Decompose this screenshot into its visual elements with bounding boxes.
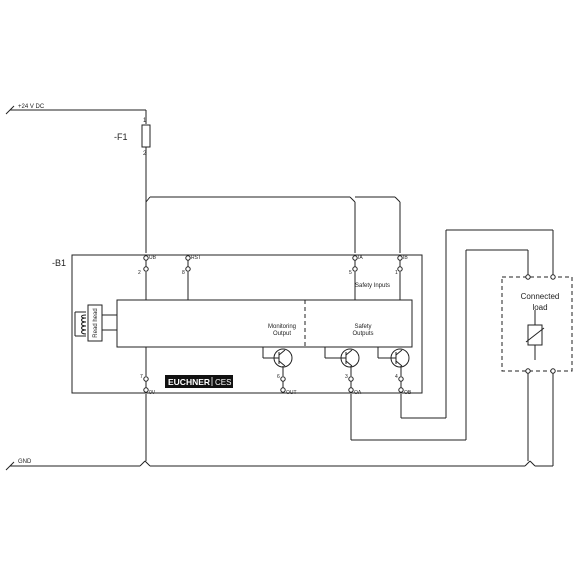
transistor-out-icon — [273, 348, 293, 368]
fuse-pin-bottom: 2 — [143, 151, 147, 157]
read-head-label: Read head — [93, 308, 99, 337]
terminal-name-oa: OA — [354, 390, 362, 396]
terminal-pin-ia: 5 — [349, 270, 352, 276]
euchner-logo — [165, 375, 233, 388]
terminal-out — [280, 376, 286, 382]
terminal-oa — [348, 376, 354, 382]
supply-label: +24 V DC — [18, 104, 45, 110]
terminal-ob — [398, 376, 404, 382]
transistor-oa-icon — [340, 348, 360, 368]
terminal-pin-0v: 7 — [140, 374, 143, 380]
load-label-2: load — [532, 303, 547, 312]
load-label-1: Connected — [521, 292, 560, 301]
terminal-name-ub: UB — [149, 255, 157, 261]
terminal-name-ib: IB — [403, 255, 408, 261]
read-head-box — [87, 304, 103, 342]
safety-inputs-label: Safety Inputs — [355, 283, 390, 289]
monitoring-output-label-1: Monitoring — [268, 324, 296, 330]
logic-block — [116, 299, 413, 348]
safety-outputs-label-1: Safety — [354, 324, 371, 330]
terminal-ub-top — [143, 255, 149, 261]
terminal-0v — [143, 376, 149, 382]
supply-rail-break — [5, 105, 15, 115]
terminal-name-rst: RST — [191, 255, 201, 261]
coil-icon — [81, 314, 87, 335]
terminal-name-ob: OB — [404, 390, 412, 396]
fuse-body — [141, 124, 151, 148]
terminal-pin-ub: 2 — [138, 270, 141, 276]
product-text: CES — [215, 378, 231, 387]
terminal-pin-out: 6 — [277, 374, 280, 380]
ground-rail-break — [5, 461, 15, 471]
terminal-pin-rst: 8 — [182, 270, 185, 276]
terminal-pin-oa: 3 — [345, 374, 348, 380]
terminal-name-ia: IA — [358, 255, 363, 261]
terminal-ia-top — [352, 255, 358, 261]
terminal-pin-ob: 4 — [395, 374, 398, 380]
ground-label: GND — [18, 459, 32, 465]
safety-outputs-label-2: Outputs — [352, 331, 373, 337]
transistor-ob-icon — [390, 348, 410, 368]
device-frame — [71, 254, 423, 394]
terminal-pin-ib: 1 — [395, 270, 398, 276]
monitoring-output-label-2: Output — [273, 331, 291, 337]
fuse-pin-top: 1 — [143, 118, 147, 124]
terminal-ib-top — [397, 255, 403, 261]
terminal-name-out: OUT — [286, 390, 297, 396]
terminal-rst-top — [185, 255, 191, 261]
device-designator: -B1 — [52, 258, 66, 268]
terminal-name-0v: 0V — [149, 390, 156, 396]
fuse-designator: -F1 — [114, 132, 128, 142]
brand-text: EUCHNER — [168, 377, 210, 387]
connected-load-box — [501, 276, 573, 372]
